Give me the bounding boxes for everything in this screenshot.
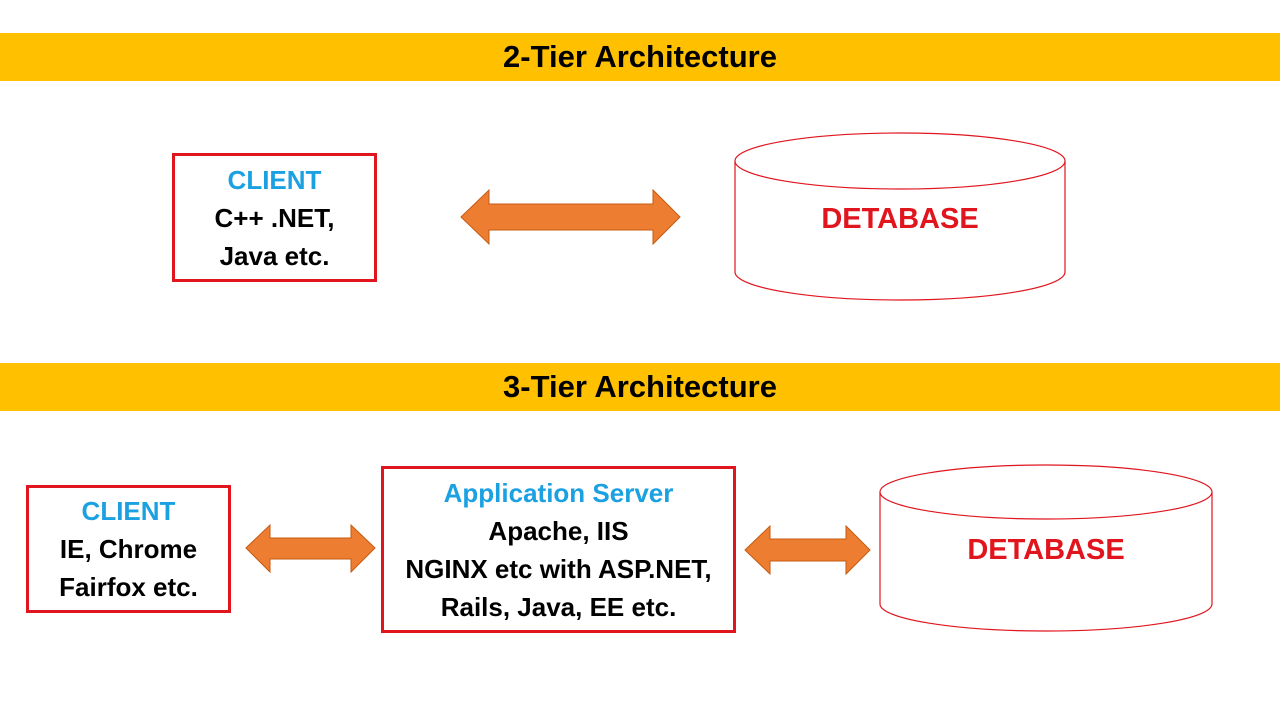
two-tier-double-arrow (460, 188, 681, 246)
client-app-server-double-arrow (245, 523, 376, 574)
three-tier-client-line-2: Fairfox etc. (59, 572, 198, 602)
two-tier-database-cylinder: DETABASE (734, 132, 1066, 301)
two-tier-client-box: CLIENT C++ .NET, Java etc. (172, 153, 377, 282)
two-tier-client-line-2: Java etc. (219, 240, 330, 271)
three-tier-client-box: CLIENT IE, Chrome Fairfox etc. (26, 485, 231, 613)
application-server-line-1: Apache, IIS (488, 515, 629, 546)
three-tier-heading: 3-Tier Architecture (503, 369, 777, 404)
three-tier-database-cylinder: DETABASE (879, 464, 1213, 632)
two-tier-database-label: DETABASE (821, 203, 978, 235)
three-tier-banner: 3-Tier Architecture (0, 363, 1280, 411)
app-server-database-double-arrow (744, 524, 871, 576)
three-tier-client-title: CLIENT (81, 496, 176, 526)
application-server-line-2: NGINX etc with ASP.NET, (405, 553, 712, 584)
application-server-title: Application Server (443, 477, 674, 508)
two-tier-client-title: CLIENT (227, 164, 322, 195)
application-server-line-3: Rails, Java, EE etc. (440, 591, 677, 622)
three-tier-client-line-1: IE, Chrome (59, 534, 198, 564)
two-tier-banner: 2-Tier Architecture (0, 33, 1280, 81)
two-tier-heading: 2-Tier Architecture (503, 39, 777, 74)
application-server-box: Application Server Apache, IIS NGINX etc… (381, 466, 736, 633)
three-tier-database-label: DETABASE (967, 534, 1124, 566)
two-tier-client-line-1: C++ .NET, (214, 202, 335, 233)
